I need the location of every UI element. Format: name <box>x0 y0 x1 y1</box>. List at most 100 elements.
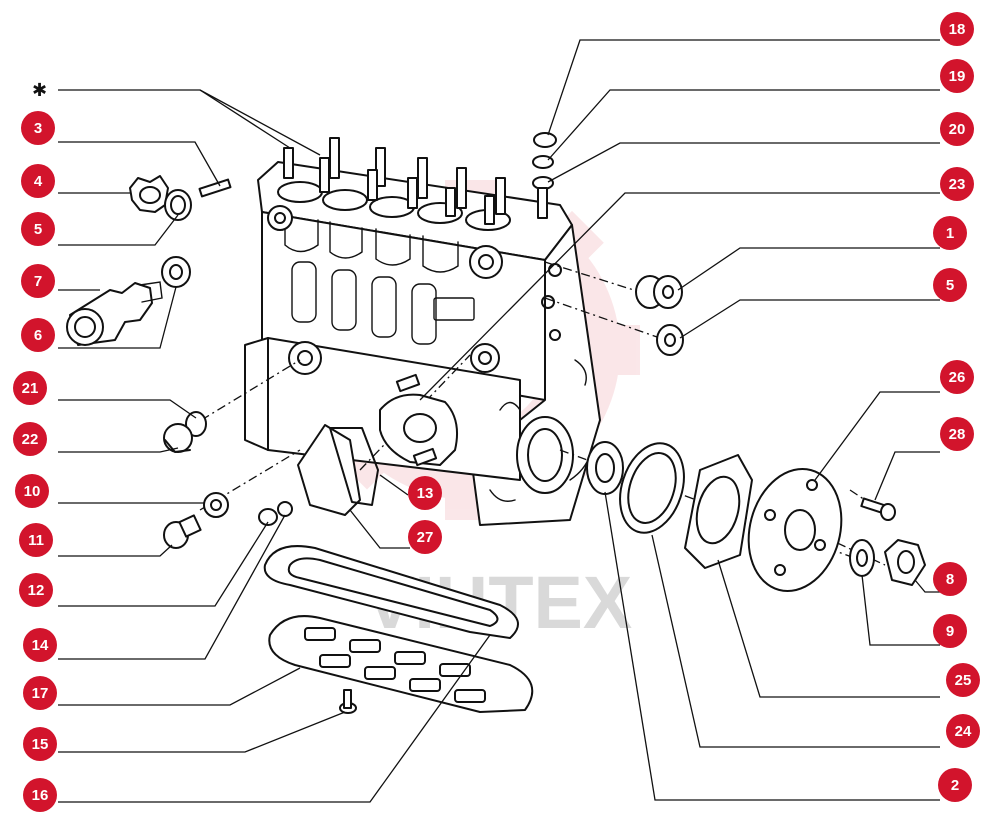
callout-circle <box>946 663 980 697</box>
part-21-washer <box>185 411 207 437</box>
callout-2: 2 <box>938 768 972 802</box>
part-2-seal-ring <box>586 441 624 495</box>
housing-studs <box>283 137 506 225</box>
part-7-union-fitting <box>66 281 163 346</box>
part-18-nut <box>533 132 557 148</box>
callout-circle <box>15 474 49 508</box>
callout-24: 24 <box>946 714 980 748</box>
callout-circle <box>933 614 967 648</box>
callout-21: 21 <box>13 371 47 405</box>
callout-number: 22 <box>22 431 39 448</box>
star-marker: ✱ <box>32 80 47 101</box>
callout-5l: 5 <box>21 212 55 246</box>
callout-number: 24 <box>955 723 972 740</box>
callout-11: 11 <box>19 523 53 557</box>
callout-number: 14 <box>32 637 49 654</box>
callout-circle <box>933 216 967 250</box>
callout-circle <box>940 417 974 451</box>
callout-27: 27 <box>408 520 442 554</box>
callout-6: 6 <box>21 318 55 352</box>
part-1-plug <box>635 275 683 309</box>
callout-circle <box>23 778 57 812</box>
callout-10: 10 <box>15 474 49 508</box>
part-10-washer <box>203 492 229 518</box>
callout-number: 8 <box>946 571 954 588</box>
callout-circle <box>408 520 442 554</box>
part-16-base-plate <box>268 615 534 713</box>
callout-number: 25 <box>955 672 972 689</box>
callout-number: 16 <box>32 787 49 804</box>
callout-8: 8 <box>933 562 967 596</box>
callout-circle <box>408 476 442 510</box>
callout-number: 21 <box>22 380 39 397</box>
callout-circle <box>13 422 47 456</box>
part-24-o-ring <box>619 442 685 534</box>
callout-1: 1 <box>933 216 967 250</box>
callout-circle <box>21 164 55 198</box>
callout-circle <box>940 360 974 394</box>
callout-number: 28 <box>949 426 966 443</box>
callout-circle <box>933 562 967 596</box>
callout-12: 12 <box>19 573 53 607</box>
callout-17: 17 <box>23 676 57 710</box>
part-8-nut <box>884 539 926 586</box>
callout-number: 5 <box>946 277 954 294</box>
callout-14: 14 <box>23 628 57 662</box>
part-4-knurled-cap <box>129 175 169 213</box>
part-14-washer <box>277 501 293 517</box>
callout-circle <box>23 628 57 662</box>
callout-circle <box>940 167 974 201</box>
callout-4: 4 <box>21 164 55 198</box>
part-12-nut <box>258 508 278 526</box>
callout-15: 15 <box>23 727 57 761</box>
callout-20: 20 <box>940 112 974 146</box>
side-cover-plate <box>297 424 379 516</box>
callout-circle <box>21 318 55 352</box>
callout-circle <box>19 573 53 607</box>
callout-number: 27 <box>417 529 434 546</box>
callout-circle <box>23 727 57 761</box>
callout-number: 4 <box>34 173 43 190</box>
part-3-stud <box>198 178 232 198</box>
callout-number: 20 <box>949 121 966 138</box>
callout-circle <box>940 59 974 93</box>
part-6-washer <box>161 256 191 288</box>
callout-3: 3 <box>21 111 55 145</box>
part-17-gasket <box>263 545 519 639</box>
callout-markers: 1819202315262889252423457621221011121417… <box>13 12 980 812</box>
callout-23: 23 <box>940 167 974 201</box>
callout-number: 23 <box>949 176 966 193</box>
callout-circle <box>21 212 55 246</box>
callout-26: 26 <box>940 360 974 394</box>
callout-circle <box>21 264 55 298</box>
callout-circle <box>938 768 972 802</box>
part-11-bolt <box>163 514 202 549</box>
callout-circle <box>21 111 55 145</box>
callout-number: 11 <box>28 532 44 549</box>
callout-number: 19 <box>949 68 966 85</box>
part-9-washer <box>849 539 875 577</box>
callout-22: 22 <box>13 422 47 456</box>
callout-number: 3 <box>34 120 42 137</box>
part-15-screw <box>339 689 357 714</box>
callout-circle <box>23 676 57 710</box>
part-23-flange <box>379 373 458 467</box>
callout-circle <box>933 268 967 302</box>
callout-number: 1 <box>946 225 954 242</box>
callout-19: 19 <box>940 59 974 93</box>
callout-circle <box>13 371 47 405</box>
callout-number: 10 <box>24 483 41 500</box>
callout-number: 9 <box>946 623 954 640</box>
callout-16: 16 <box>23 778 57 812</box>
callout-7: 7 <box>21 264 55 298</box>
part-5-sleeve-right <box>656 324 684 356</box>
callout-number: 26 <box>949 369 966 386</box>
callout-number: 17 <box>32 685 49 702</box>
callout-circle <box>946 714 980 748</box>
callout-9: 9 <box>933 614 967 648</box>
callout-25: 25 <box>946 663 980 697</box>
callout-number: 6 <box>34 327 42 344</box>
callout-circle <box>940 12 974 46</box>
callout-number: 7 <box>34 273 42 290</box>
